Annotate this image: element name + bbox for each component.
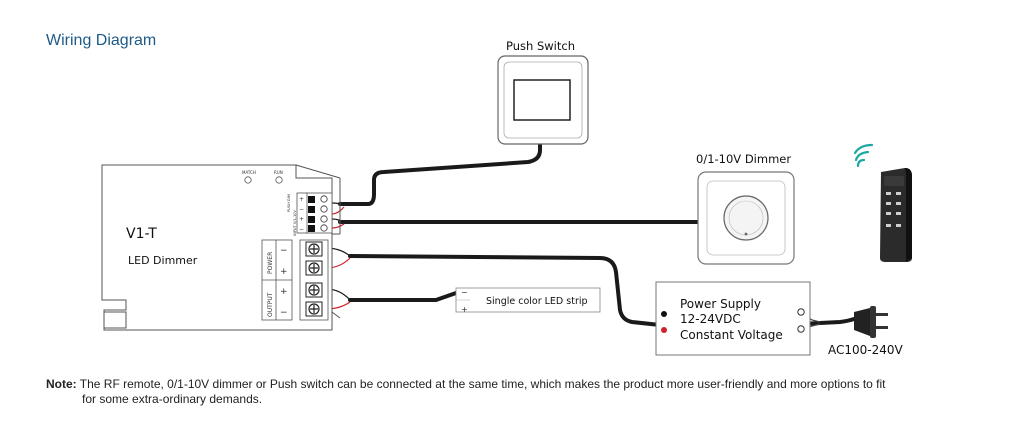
psu-line2: 12-24VDC [680, 312, 741, 326]
output-terminal-block: − + + − POWER OUTPUT [261, 239, 329, 321]
input-010v-label: INPUT 0/1-10V [293, 209, 297, 236]
v1t-device: V1-T LED Dimmer MATCH RUN + − + − PUSH D… [101, 164, 341, 331]
note-line2: for some extra-ordinary demands. [82, 392, 263, 406]
run-indicator [275, 176, 283, 184]
run-label: RUN [274, 170, 283, 175]
dimmer-knob[interactable] [723, 195, 769, 241]
psu-ac-l [797, 308, 805, 316]
power-minus-mark: − [280, 246, 288, 256]
page-title: Wiring Diagram [46, 32, 157, 49]
wires [338, 140, 856, 327]
psu-dc-minus [661, 311, 667, 317]
wiring-diagram: V1-T LED Dimmer MATCH RUN + − + − PUSH D… [101, 39, 912, 357]
led-strip: − + Single color LED strip [455, 287, 601, 314]
psu-line3: Constant Voltage [680, 328, 783, 342]
power-label: POWER [267, 252, 274, 274]
push-switch-label: Push Switch [506, 39, 575, 53]
ac-input-label: AC100-240V [828, 343, 904, 357]
wifi-signal-icon [853, 143, 874, 168]
dimmer-label: 0/1-10V Dimmer [696, 152, 791, 166]
push-switch: Push Switch [497, 39, 589, 145]
psu-dc-plus [661, 327, 667, 333]
power-supply: Power Supply 12-24VDC Constant Voltage [655, 281, 811, 356]
push-minus-mark: − [299, 206, 304, 213]
match-button[interactable] [244, 176, 252, 184]
input-terminal-block: + − + − PUSH DIM INPUT 0/1-10V [287, 192, 333, 236]
push-switch-button[interactable] [513, 79, 571, 121]
input-plus-mark: + [299, 216, 304, 223]
led-minus-mark: − [461, 288, 468, 297]
push-plus-mark: + [299, 196, 304, 203]
output-label: OUTPUT [267, 292, 274, 317]
note-line1: The RF remote, 0/1-10V dimmer or Push sw… [79, 377, 886, 391]
psu-body [655, 281, 811, 356]
note-label: Note: [46, 377, 77, 391]
ac-plug-icon [854, 306, 888, 338]
match-label: MATCH [242, 170, 256, 175]
device-body [101, 164, 333, 331]
input-minus-mark: − [299, 226, 304, 233]
note: Note: The RF remote, 0/1-10V dimmer or P… [46, 377, 966, 407]
psu-ac-n [797, 325, 805, 333]
led-plus-mark: + [461, 305, 468, 314]
led-strip-body [455, 287, 601, 313]
dimmer-0-10v: 0/1-10V Dimmer [696, 152, 795, 265]
rf-remote-icon[interactable] [880, 168, 912, 262]
psu-line1: Power Supply [680, 297, 761, 311]
wire-power-input [348, 254, 662, 327]
output-minus-mark: − [280, 308, 288, 318]
wire-ac-input [798, 317, 856, 326]
output-plus-mark: + [280, 287, 288, 297]
push-dim-label: PUSH DIM [287, 194, 291, 212]
device-model: V1-T [126, 226, 157, 242]
wire-led-output [348, 291, 458, 302]
wire-push-switch [338, 140, 542, 206]
led-strip-label: Single color LED strip [486, 296, 588, 307]
rf-remote [853, 143, 912, 262]
device-subtitle: LED Dimmer [128, 254, 198, 267]
power-plus-mark: + [280, 267, 288, 277]
